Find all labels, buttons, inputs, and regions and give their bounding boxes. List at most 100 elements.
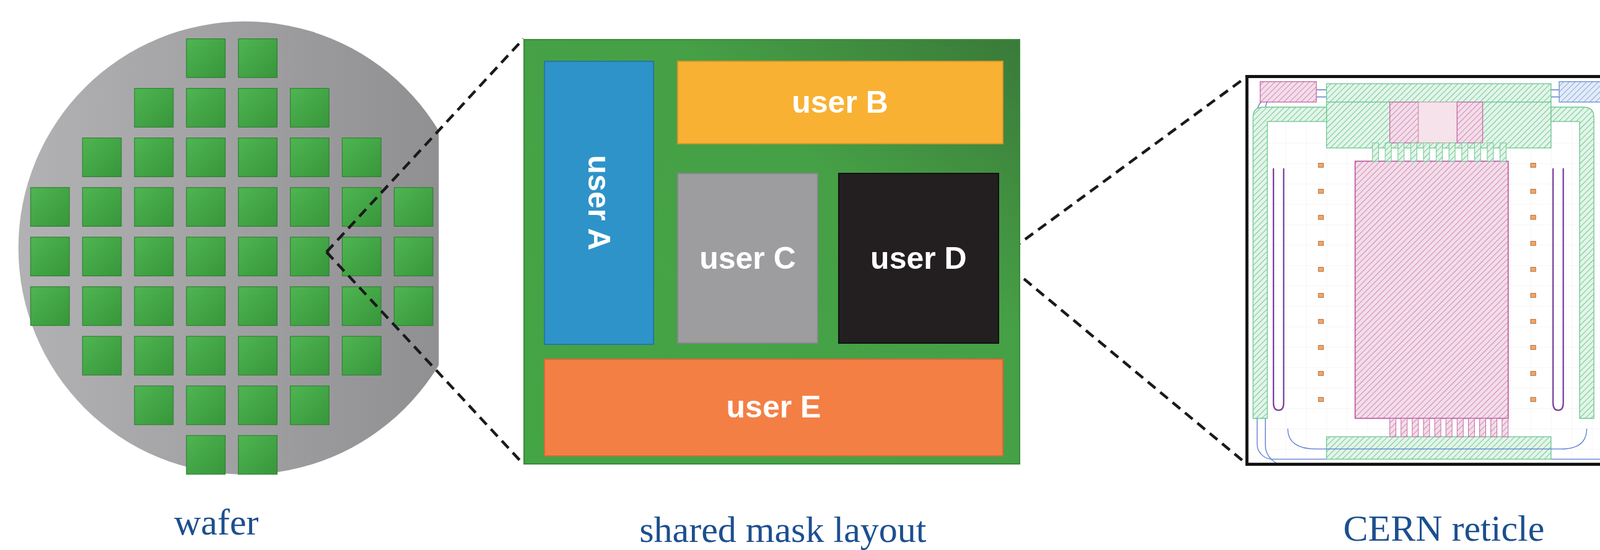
comb-tooth <box>1398 143 1405 162</box>
die <box>290 286 330 326</box>
pad-block <box>1559 81 1600 103</box>
die <box>393 187 433 227</box>
user-block: user E <box>543 358 1003 457</box>
bond-pad <box>1318 215 1324 220</box>
comb-tooth <box>1487 143 1494 162</box>
die <box>134 385 174 425</box>
die <box>342 187 382 227</box>
bond-pad <box>1530 241 1536 246</box>
die <box>290 385 330 425</box>
die <box>238 336 278 376</box>
comb-tooth <box>1490 418 1498 437</box>
die <box>393 237 433 277</box>
bond-pad <box>1318 371 1324 376</box>
user-label: user E <box>726 390 822 425</box>
die <box>238 286 278 326</box>
comb-tooth <box>1474 143 1481 162</box>
comb-tooth <box>1448 143 1456 162</box>
metal-frame <box>1253 107 1327 419</box>
die <box>238 138 278 178</box>
comb-tooth <box>1412 418 1419 437</box>
comb-tooth <box>1423 143 1430 162</box>
zoom-line <box>326 39 524 465</box>
die <box>82 336 122 376</box>
die <box>30 187 70 227</box>
pad-block <box>1259 81 1317 103</box>
comb-tooth <box>1390 418 1397 437</box>
die <box>186 237 226 277</box>
die <box>290 237 330 277</box>
routing-line <box>1257 97 1600 460</box>
die <box>186 286 226 326</box>
bond-pad <box>1530 267 1536 272</box>
user-label: user D <box>870 241 967 276</box>
die <box>134 187 174 227</box>
wafer-body <box>18 21 440 475</box>
die <box>238 385 278 425</box>
metal-band <box>1326 102 1552 149</box>
die <box>134 88 174 128</box>
user-label: user B <box>791 85 889 120</box>
user-label: user C <box>699 241 796 276</box>
user-block: user B <box>677 60 1004 145</box>
bond-pad <box>1530 345 1536 350</box>
die <box>134 336 174 376</box>
die <box>342 286 382 326</box>
bond-pad <box>1318 163 1324 168</box>
sensor-area <box>1355 161 1509 419</box>
pad-rows <box>1318 143 1536 437</box>
die <box>238 39 278 79</box>
user-block: user C <box>677 172 819 345</box>
zoom-line <box>999 76 1247 465</box>
comb-tooth <box>1385 143 1392 162</box>
die <box>186 88 226 128</box>
die <box>290 187 330 227</box>
die <box>186 138 226 178</box>
die <box>238 88 278 128</box>
bond-pad <box>1318 293 1324 298</box>
die <box>186 39 226 79</box>
die <box>186 187 226 227</box>
die <box>342 336 382 376</box>
comb-tooth <box>1468 418 1475 437</box>
comb-tooth <box>1479 418 1487 437</box>
bond-pad <box>1318 189 1324 194</box>
caption: wafer <box>174 503 259 541</box>
comb-tooth <box>1500 143 1507 162</box>
comb-tooth <box>1434 418 1441 437</box>
routing-line <box>1265 89 1600 466</box>
reticle-frame <box>1246 76 1600 465</box>
bond-pad <box>1318 397 1324 403</box>
waveguide <box>1273 168 1284 411</box>
reticle-ground <box>1246 76 1600 465</box>
die <box>186 435 226 475</box>
metal-band <box>1326 83 1552 103</box>
die <box>290 138 330 178</box>
wafer-disc <box>18 21 472 475</box>
bond-pad <box>1530 371 1536 376</box>
die <box>290 88 330 128</box>
pad-block <box>1456 102 1483 144</box>
user-label: user A <box>582 154 617 251</box>
die <box>393 286 433 326</box>
die <box>186 385 226 425</box>
metal-frame <box>1551 107 1594 419</box>
die <box>134 286 174 326</box>
comb-tooth <box>1502 418 1509 437</box>
die <box>342 138 382 178</box>
die <box>238 435 278 475</box>
reticle-grid <box>1248 78 1600 463</box>
bond-pad <box>1318 241 1324 246</box>
bond-pad <box>1530 163 1536 168</box>
bond-pad <box>1318 267 1324 272</box>
die <box>82 237 122 277</box>
comb-tooth <box>1423 418 1430 437</box>
user-block: user A <box>543 60 655 346</box>
caption: shared mask layout <box>639 511 927 549</box>
die <box>30 286 70 326</box>
pad-block <box>1390 102 1419 144</box>
bond-pad <box>1530 215 1536 220</box>
wafer-region: wafer <box>18 21 440 475</box>
bond-pad <box>1318 345 1324 350</box>
